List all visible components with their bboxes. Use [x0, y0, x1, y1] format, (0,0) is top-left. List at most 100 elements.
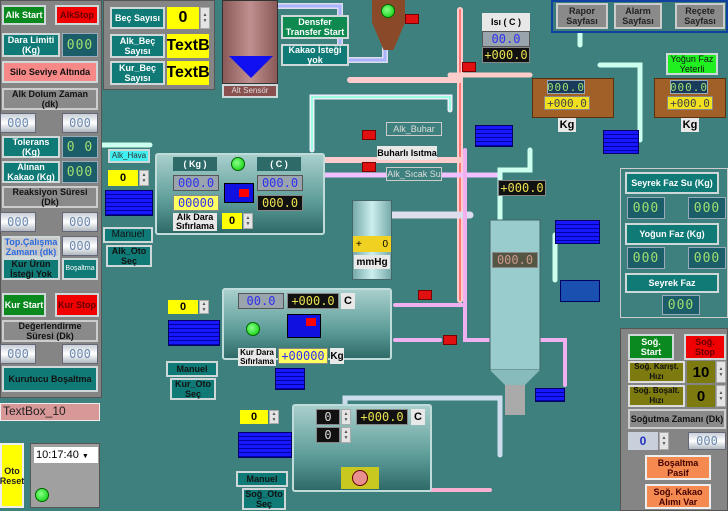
kur-motor-icon[interactable]: [168, 320, 220, 346]
tolerans-value[interactable]: 0 0: [62, 136, 98, 158]
kur-switch-icon[interactable]: [287, 314, 321, 338]
sogutma-zamani-label: Soğutma Zamanı (Dk): [628, 409, 726, 429]
pump-icon[interactable]: [275, 368, 305, 390]
alk-stop-button[interactable]: AlkStop: [55, 5, 99, 25]
column-pump-icon[interactable]: [555, 220, 600, 244]
alk-dara-sifirlama-button[interactable]: Alk Dara Sıfırlama: [173, 213, 217, 231]
kur-oto-sec-button[interactable]: Kur_Oto Seç: [170, 378, 216, 400]
alk-speed-value[interactable]: 0: [108, 170, 138, 186]
alk-run-light: [231, 157, 245, 171]
sog-value-2[interactable]: 0: [316, 427, 340, 443]
alarm-sayfasi-button[interactable]: Alarm Sayfası: [614, 3, 662, 29]
valve-icon[interactable]: [443, 335, 457, 345]
sogutma-zamani-value[interactable]: 0: [628, 432, 658, 450]
kur-kg-unit: Kg: [330, 348, 344, 364]
kur-speed-value[interactable]: 0: [168, 300, 198, 314]
kurutucu-bosaltma-button[interactable]: Kurutucu Boşaltma: [2, 366, 98, 392]
vacuum-unit: mmHg: [354, 255, 390, 269]
sog-oto-sec-button[interactable]: Soğ_Oto Seç: [242, 488, 286, 510]
alk-hava-button[interactable]: Alk_Hava: [108, 149, 150, 163]
alk-sicak-su-label: Alk_Sıcak Su: [386, 167, 442, 181]
sogutma-zamani-spinner[interactable]: ▲▼: [659, 432, 669, 450]
yogun-faz-label: Yoğun Faz (Kg): [625, 223, 719, 245]
reaksiyon-set[interactable]: 000: [0, 212, 36, 232]
sog-karist-spinner[interactable]: ▲▼: [716, 361, 726, 383]
kur-speed-spinner[interactable]: ▲▼: [199, 300, 209, 314]
alk-dolum-set[interactable]: 000: [0, 113, 36, 133]
kur-run-light: [246, 322, 260, 336]
dara-limiti-label: Dara Limiti (Kg): [2, 33, 60, 57]
alk-speed-spinner[interactable]: ▲▼: [139, 170, 149, 186]
degerlendirme-set[interactable]: 000: [0, 344, 36, 364]
sog-motor-icon[interactable]: [238, 432, 292, 458]
alk-dolum-actual: 000: [62, 113, 98, 133]
pump-icon[interactable]: [535, 388, 565, 402]
seyrek-faz-su-v1: 000: [627, 197, 665, 219]
sog-bosalt-hizi-value[interactable]: 0: [687, 385, 715, 407]
bosaltma-button[interactable]: Boşaltma: [62, 258, 98, 280]
sog-spinner-1[interactable]: ▲▼: [341, 409, 351, 425]
isi-value: 00.0: [482, 31, 530, 47]
kur-stop-button[interactable]: Kur Stop: [55, 293, 99, 317]
alk-c-set: 000.0: [257, 195, 303, 211]
isi-set: +000.0: [482, 47, 530, 63]
valve-icon[interactable]: [462, 62, 476, 72]
sog-temp: +000.0: [356, 409, 408, 425]
sog-speed-spinner[interactable]: ▲▼: [269, 410, 279, 424]
sog-stop-button[interactable]: Soğ. Stop: [684, 334, 726, 360]
alk-manuel-button[interactable]: Manuel: [103, 227, 153, 243]
alk-dara-value[interactable]: 0: [222, 213, 242, 229]
alk-motor-icon[interactable]: [105, 190, 153, 216]
rapor-sayfasi-button[interactable]: Rapor Sayfası: [556, 3, 608, 29]
steam-valve-icon[interactable]: [362, 130, 376, 140]
pump-icon[interactable]: [603, 130, 639, 154]
alk-bec-value[interactable]: TextB: [167, 34, 209, 58]
time-value: 10:17:40: [36, 449, 79, 461]
sog-speed-value[interactable]: 0: [240, 410, 268, 424]
kur-dara-sifirlama-button[interactable]: Kur Dara Sıfırlama: [238, 348, 276, 366]
alk-oto-sec-button[interactable]: Alk_Oto Seç: [106, 245, 152, 267]
top-calisma-label: Top.Çalışma Zamanı (dk): [2, 236, 60, 258]
alk-dara-spinner[interactable]: ▲▼: [243, 213, 253, 229]
alk-bec-label: Alk_Beç Sayısı: [110, 34, 165, 58]
alk-dolum-label: Alk Dolum Zaman (dk): [2, 88, 98, 110]
sog-bosalt-spinner[interactable]: ▲▼: [716, 385, 726, 407]
reaksiyon-label: Reaksiyon Süresi (Dk): [2, 186, 98, 208]
sog-kakao-alimi-button[interactable]: Soğ. Kakao Alımı Var: [645, 484, 711, 509]
time-picker[interactable]: 10:17:40 ▼: [34, 447, 98, 463]
hot-water-valve-icon[interactable]: [362, 162, 376, 172]
kur-bec-value[interactable]: TextB: [167, 61, 209, 85]
alk-kg-set: 00000: [173, 195, 219, 211]
hopper-valve-icon[interactable]: [405, 14, 419, 24]
densfer-transfer-start[interactable]: Densfer Transfer Start: [281, 15, 349, 39]
status-light: [35, 488, 49, 502]
tank-2-value: 000.0: [669, 80, 709, 94]
recete-sayfasi-button[interactable]: Reçete Sayfası: [675, 3, 725, 29]
seyrek-faz-su-label: Seyrek Faz Su (Kg): [625, 172, 719, 194]
tank-2-unit-label: Kg: [681, 118, 699, 132]
sog-karist-hizi-value[interactable]: 10: [687, 361, 715, 383]
sog-manuel-button[interactable]: Manuel: [236, 471, 288, 487]
kur-manuel-button[interactable]: Manuel: [166, 361, 218, 377]
bec-sayisi-value[interactable]: 0: [167, 7, 199, 29]
pump-icon[interactable]: [475, 125, 513, 147]
sog-value-1[interactable]: 0: [316, 409, 340, 425]
bosaltma-pasif-button[interactable]: Boşaltma Pasif: [645, 455, 711, 480]
valve-icon[interactable]: [418, 290, 432, 300]
alk-start-button[interactable]: Alk Start: [2, 5, 46, 25]
sog-pump-icon[interactable]: [341, 467, 379, 489]
alk-switch-icon[interactable]: [224, 183, 254, 203]
sog-spinner-2[interactable]: ▲▼: [341, 427, 351, 443]
dara-limiti-value[interactable]: 000: [62, 33, 98, 57]
kur-c-unit: C: [341, 293, 355, 309]
pump-icon[interactable]: [560, 280, 600, 302]
kur-start-button[interactable]: Kur Start: [2, 293, 46, 317]
clock-panel: 10:17:40 ▼: [30, 443, 100, 508]
kakao-istegi-status: Kakao İsteği yok: [281, 44, 349, 66]
vacuum-value: 0: [382, 238, 388, 250]
top-calisma-value: 000: [62, 236, 98, 256]
sog-start-button[interactable]: Soğ. Start: [628, 334, 674, 360]
oto-reset-button[interactable]: Oto Reset: [0, 443, 24, 508]
bec-spinner[interactable]: ▲▼: [200, 7, 210, 29]
textbox-10[interactable]: TextBox_10: [0, 403, 100, 421]
